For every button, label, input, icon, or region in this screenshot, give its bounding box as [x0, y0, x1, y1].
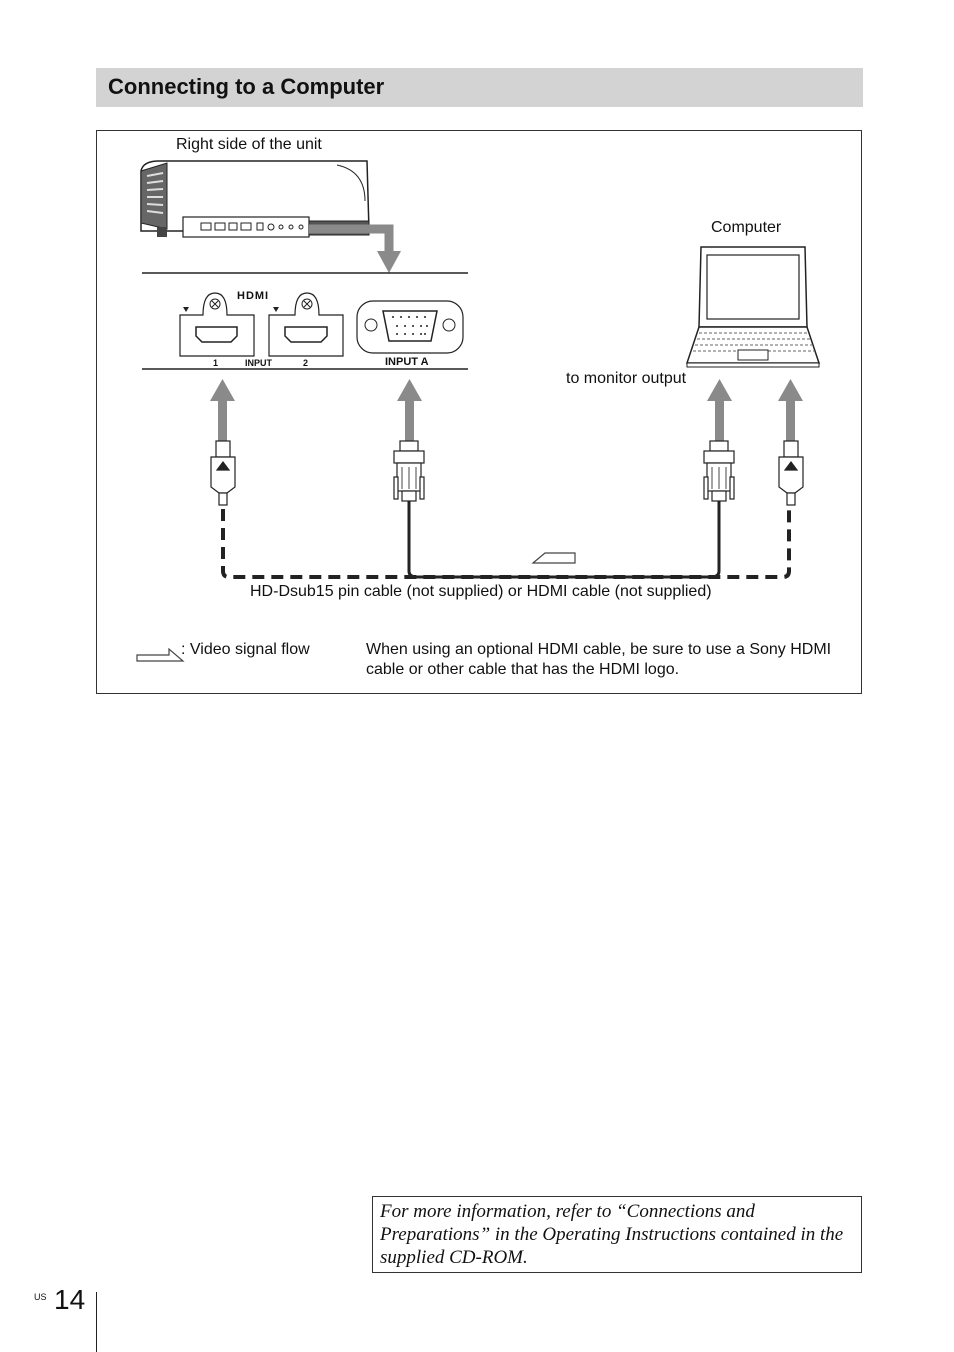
monitor-output-label: to monitor output: [566, 370, 687, 387]
connection-diagram-illustration: [136, 160, 821, 662]
hdmi-input-2-port: [268, 292, 344, 357]
dsub-plug-right: [703, 440, 735, 502]
section-header-bar: Connecting to a Computer: [96, 68, 863, 107]
hdmi-cable: [221, 509, 791, 579]
more-info-box: For more information, refer to “Connecti…: [372, 1196, 862, 1273]
section-title: Connecting to a Computer: [108, 74, 385, 99]
hdmi-plug-right: [778, 440, 804, 506]
input-a-dsub-port: [356, 300, 464, 354]
hdmi-plug-left: [210, 440, 236, 506]
dsub15-cable: [407, 501, 721, 579]
hdmi-logo: HDMI: [237, 290, 270, 302]
hdmi-port-2-label: 2: [303, 358, 309, 368]
legend-label: : Video signal flow: [181, 641, 310, 658]
page-number: 14: [54, 1284, 86, 1315]
input-label: INPUT: [245, 358, 272, 368]
cable-label: HD-Dsub15 pin cable (not supplied) or HD…: [250, 583, 712, 600]
connection-diagram: Right side of the unit Computer to monit…: [96, 130, 862, 694]
unit-side-label: Right side of the unit: [176, 136, 322, 153]
computer-laptop-illustration: [685, 246, 821, 368]
computer-label: Computer: [711, 219, 782, 236]
dsub-plug-left: [393, 440, 425, 502]
hdmi-cable-note: When using an optional HDMI cable, be su…: [366, 641, 832, 678]
signal-flow-indicator: [531, 552, 576, 564]
input-a-label: INPUT A: [385, 356, 429, 368]
hdmi-input-1-port: [179, 292, 255, 357]
page-margin-rule: [96, 1292, 97, 1352]
video-signal-flow-icon: [136, 647, 185, 662]
hdmi-port-1-label: 1: [213, 358, 219, 368]
page-region-label: US: [34, 1292, 47, 1302]
